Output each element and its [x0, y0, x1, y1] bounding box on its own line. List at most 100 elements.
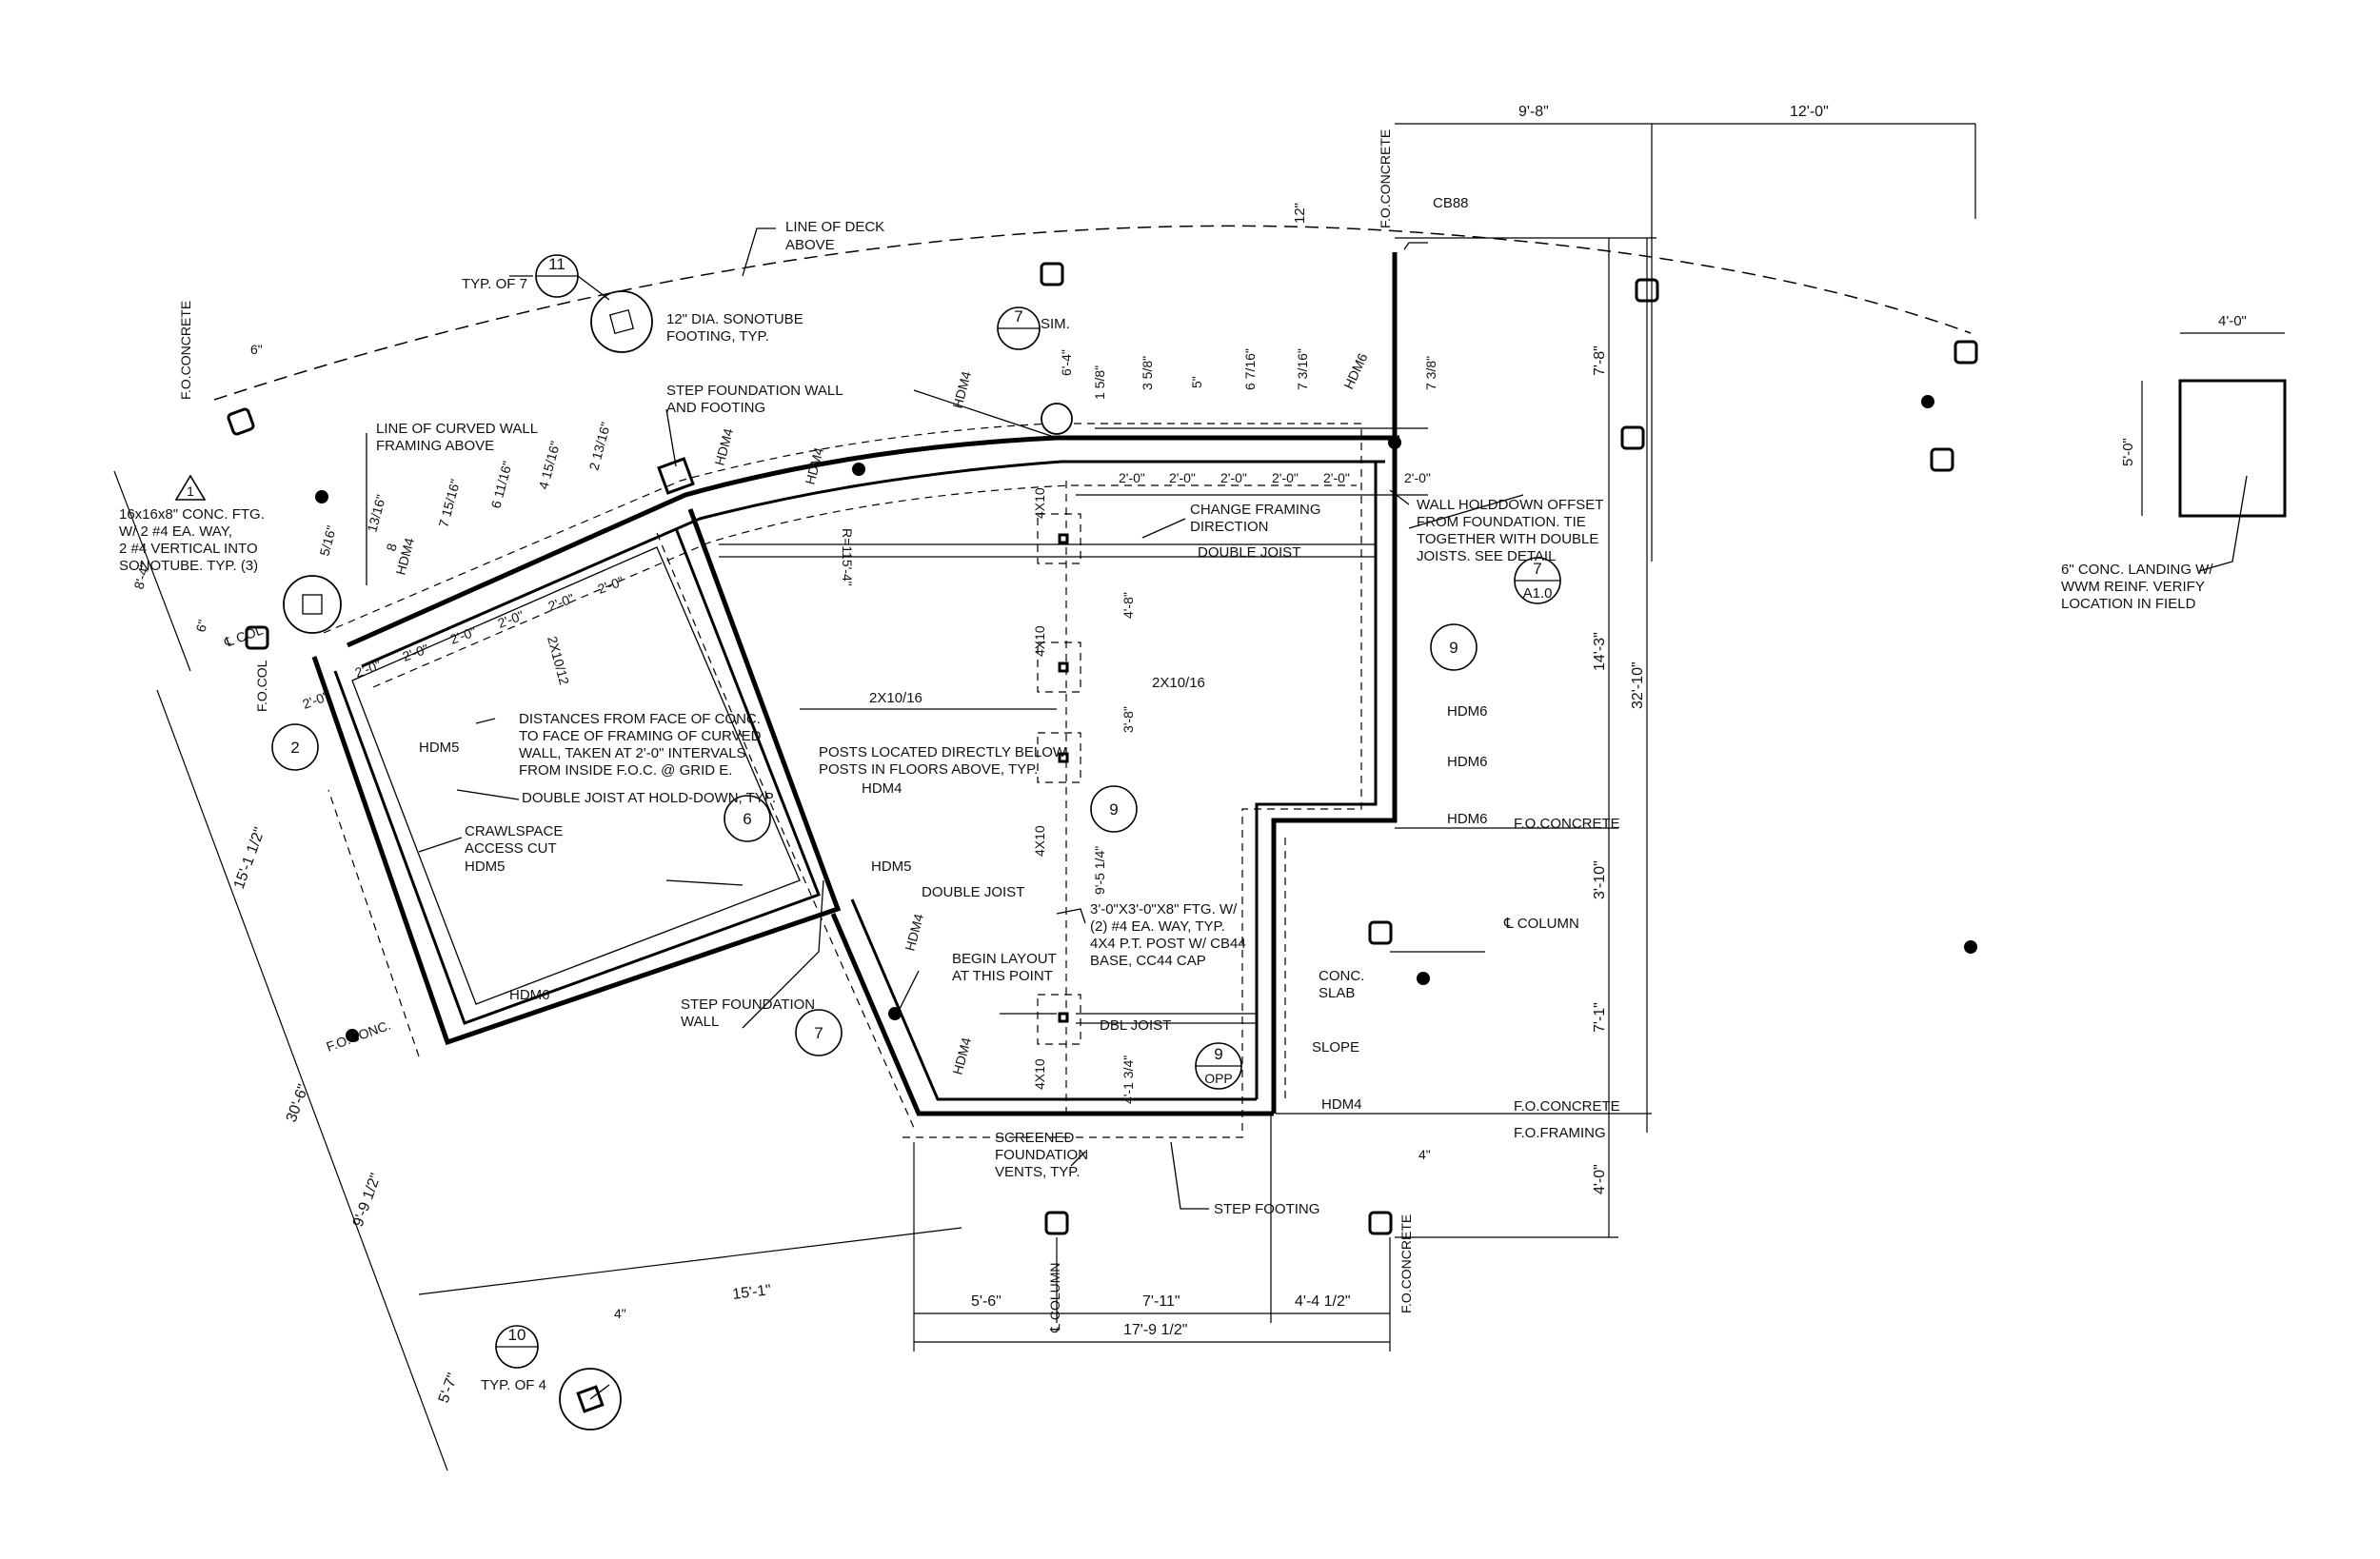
hdm4-label-bottom: HDM4	[1321, 1096, 1362, 1113]
dim-5-7: 5'-7"	[436, 1372, 462, 1406]
dim-9-8: 9'-8"	[1518, 104, 1549, 120]
dim-l2-b: 2'-0"	[353, 657, 384, 681]
dim-a7: 2 13/16"	[585, 421, 613, 472]
cb88-label: CB88	[1433, 195, 1469, 211]
ftg3-note: 3'-0"X3'-0"X8" FTG. W/(2) #4 EA. WAY, TY…	[1090, 901, 1246, 969]
dim-9-5: 9'-5 1/4"	[1092, 846, 1107, 895]
dim-14-3: 14'-3"	[1592, 632, 1608, 671]
leader-lines	[366, 227, 1524, 1400]
radius-label: R=115'-4"	[840, 528, 855, 586]
dim-30-6: 30'-6"	[284, 1082, 312, 1124]
ref-bubble-9-right[interactable]: 9	[1430, 623, 1478, 671]
svg-text:7: 7	[1014, 307, 1022, 326]
dim-6-4: 6'-4"	[1059, 349, 1074, 376]
svg-text:2: 2	[290, 739, 299, 757]
dim-landing-w: 4'-0"	[2218, 313, 2247, 329]
dim-12-0: 12'-0"	[1790, 104, 1829, 120]
marker-dots	[315, 395, 1977, 1042]
dim-4-0: 4'-0"	[1592, 1164, 1608, 1194]
distances-note: DISTANCES FROM FACE OF CONC.TO FACE OF F…	[519, 711, 762, 779]
step-footing-label: STEP FOOTING	[1214, 1201, 1319, 1217]
svg-text:11: 11	[548, 255, 565, 273]
dim-6in-a: 6"	[250, 342, 263, 357]
ftg16-note: 16x16x8" CONC. FTG.W/ 2 #4 EA. WAY,2 #4 …	[119, 506, 265, 574]
dim-l2-a: 2'-0"	[301, 688, 331, 712]
svg-text:7: 7	[1533, 560, 1541, 578]
dim-2-0-b: 2'-0"	[1169, 470, 1196, 485]
typ-of-7: TYP. OF 7	[462, 276, 527, 292]
dim-4in-right: 4"	[1418, 1147, 1431, 1162]
hdm4-rot-5: HDM4	[949, 1036, 974, 1076]
dim-17-9-half: 17'-9 1/2"	[1123, 1322, 1187, 1338]
ref-bubble-9-center[interactable]: 9	[1090, 785, 1138, 833]
hdm6-rot: HDM6	[1340, 350, 1370, 391]
ref-bubble-11[interactable]: 11	[535, 254, 579, 298]
sim-label: SIM.	[1041, 316, 1070, 332]
hdm4-rot-left: HDM4	[392, 536, 417, 577]
svg-text:9: 9	[1214, 1045, 1222, 1063]
framing-lines	[665, 389, 1376, 1024]
hdm4-rot-4: HDM4	[902, 912, 926, 953]
dim-l2-c: 2'-0"	[401, 641, 431, 664]
hdm6-label-bottom-left: HDM6	[509, 987, 550, 1003]
dim-l2-e: 2'-0"	[496, 607, 526, 631]
dim-l2-g: 2'-0"	[596, 573, 626, 597]
fo-col-label: F.O.COL	[254, 660, 269, 712]
hdm6-label-1: HDM6	[1447, 703, 1488, 720]
dim-15-1: 15'-1"	[731, 1282, 772, 1303]
fo-concrete-right: F.O.CONCRETE	[1514, 816, 1620, 832]
cl-column-vertical: ℄ COLUMN	[1047, 1262, 1062, 1333]
dim-5-6: 5'-6"	[971, 1293, 1002, 1310]
dim-12in: 12"	[1292, 203, 1308, 224]
dim-15-1-half: 15'-1 1/2"	[231, 825, 268, 891]
dim-8-4: 8'-4"	[130, 562, 152, 591]
dim-4-4-half: 4'-4 1/2"	[1295, 1293, 1351, 1310]
joist-label-1: 2X10/16	[869, 690, 922, 706]
dim-landing-h: 5'-0"	[2120, 438, 2136, 466]
joist-label-3: 2X10/12	[545, 635, 572, 687]
svg-text:1: 1	[187, 483, 194, 499]
hdm4-rot-1: HDM4	[711, 426, 736, 467]
joist-label-2: 2X10/16	[1152, 675, 1205, 691]
footing-lines	[323, 423, 1362, 1138]
ref-bubble-6[interactable]: 6	[724, 795, 771, 842]
hdm5-label-3: HDM5	[871, 858, 912, 875]
dim-4in-bottom: 4"	[614, 1306, 626, 1321]
post-label-2: 4X10	[1032, 625, 1047, 657]
concrete-landing	[2178, 379, 2287, 518]
dim-2-0-f: 2'-0"	[1404, 470, 1431, 485]
fo-conc-label: F.O.CONC.	[325, 1017, 393, 1055]
dim-a4: 7 15/16"	[435, 478, 463, 529]
dim-7-1: 7'-1"	[1592, 1002, 1608, 1033]
slope-label: SLOPE	[1312, 1039, 1359, 1056]
double-joist-top: DOUBLE JOIST	[1198, 544, 1300, 561]
fo-concrete-top: F.O.CONCRETE	[1378, 129, 1393, 228]
svg-text:9: 9	[1109, 800, 1118, 819]
dim-a2: 13/16"	[364, 493, 388, 534]
double-joist-mid: DOUBLE JOIST	[922, 884, 1024, 900]
dim-a6: 4 15/16"	[535, 440, 563, 491]
dim-9-9: 9'-9 1/2"	[350, 1172, 385, 1230]
ref-bubble-2[interactable]: 2	[271, 723, 319, 771]
svg-text:6: 6	[743, 810, 751, 828]
dim-v1: 1 5/8"	[1092, 365, 1107, 400]
ref-bubble-7-sim[interactable]: 7	[997, 306, 1041, 350]
dim-a3: 8	[383, 542, 400, 553]
ref-triangle-1[interactable]: 1	[174, 474, 207, 501]
dim-3-10: 3'-10"	[1592, 860, 1608, 899]
dim-a5: 6 11/16"	[487, 460, 515, 510]
ref-bubble-7-left[interactable]: 7	[795, 1009, 843, 1056]
fo-concrete-bottom: F.O.CONCRETE	[1398, 1214, 1414, 1313]
foundation-walls	[311, 252, 1399, 1116]
hdm5-label-2: HDM5	[465, 858, 506, 875]
ref-bubble-10[interactable]: 10	[495, 1325, 539, 1369]
ref-bubble-7-a10[interactable]: 7A1.0	[1514, 557, 1561, 604]
